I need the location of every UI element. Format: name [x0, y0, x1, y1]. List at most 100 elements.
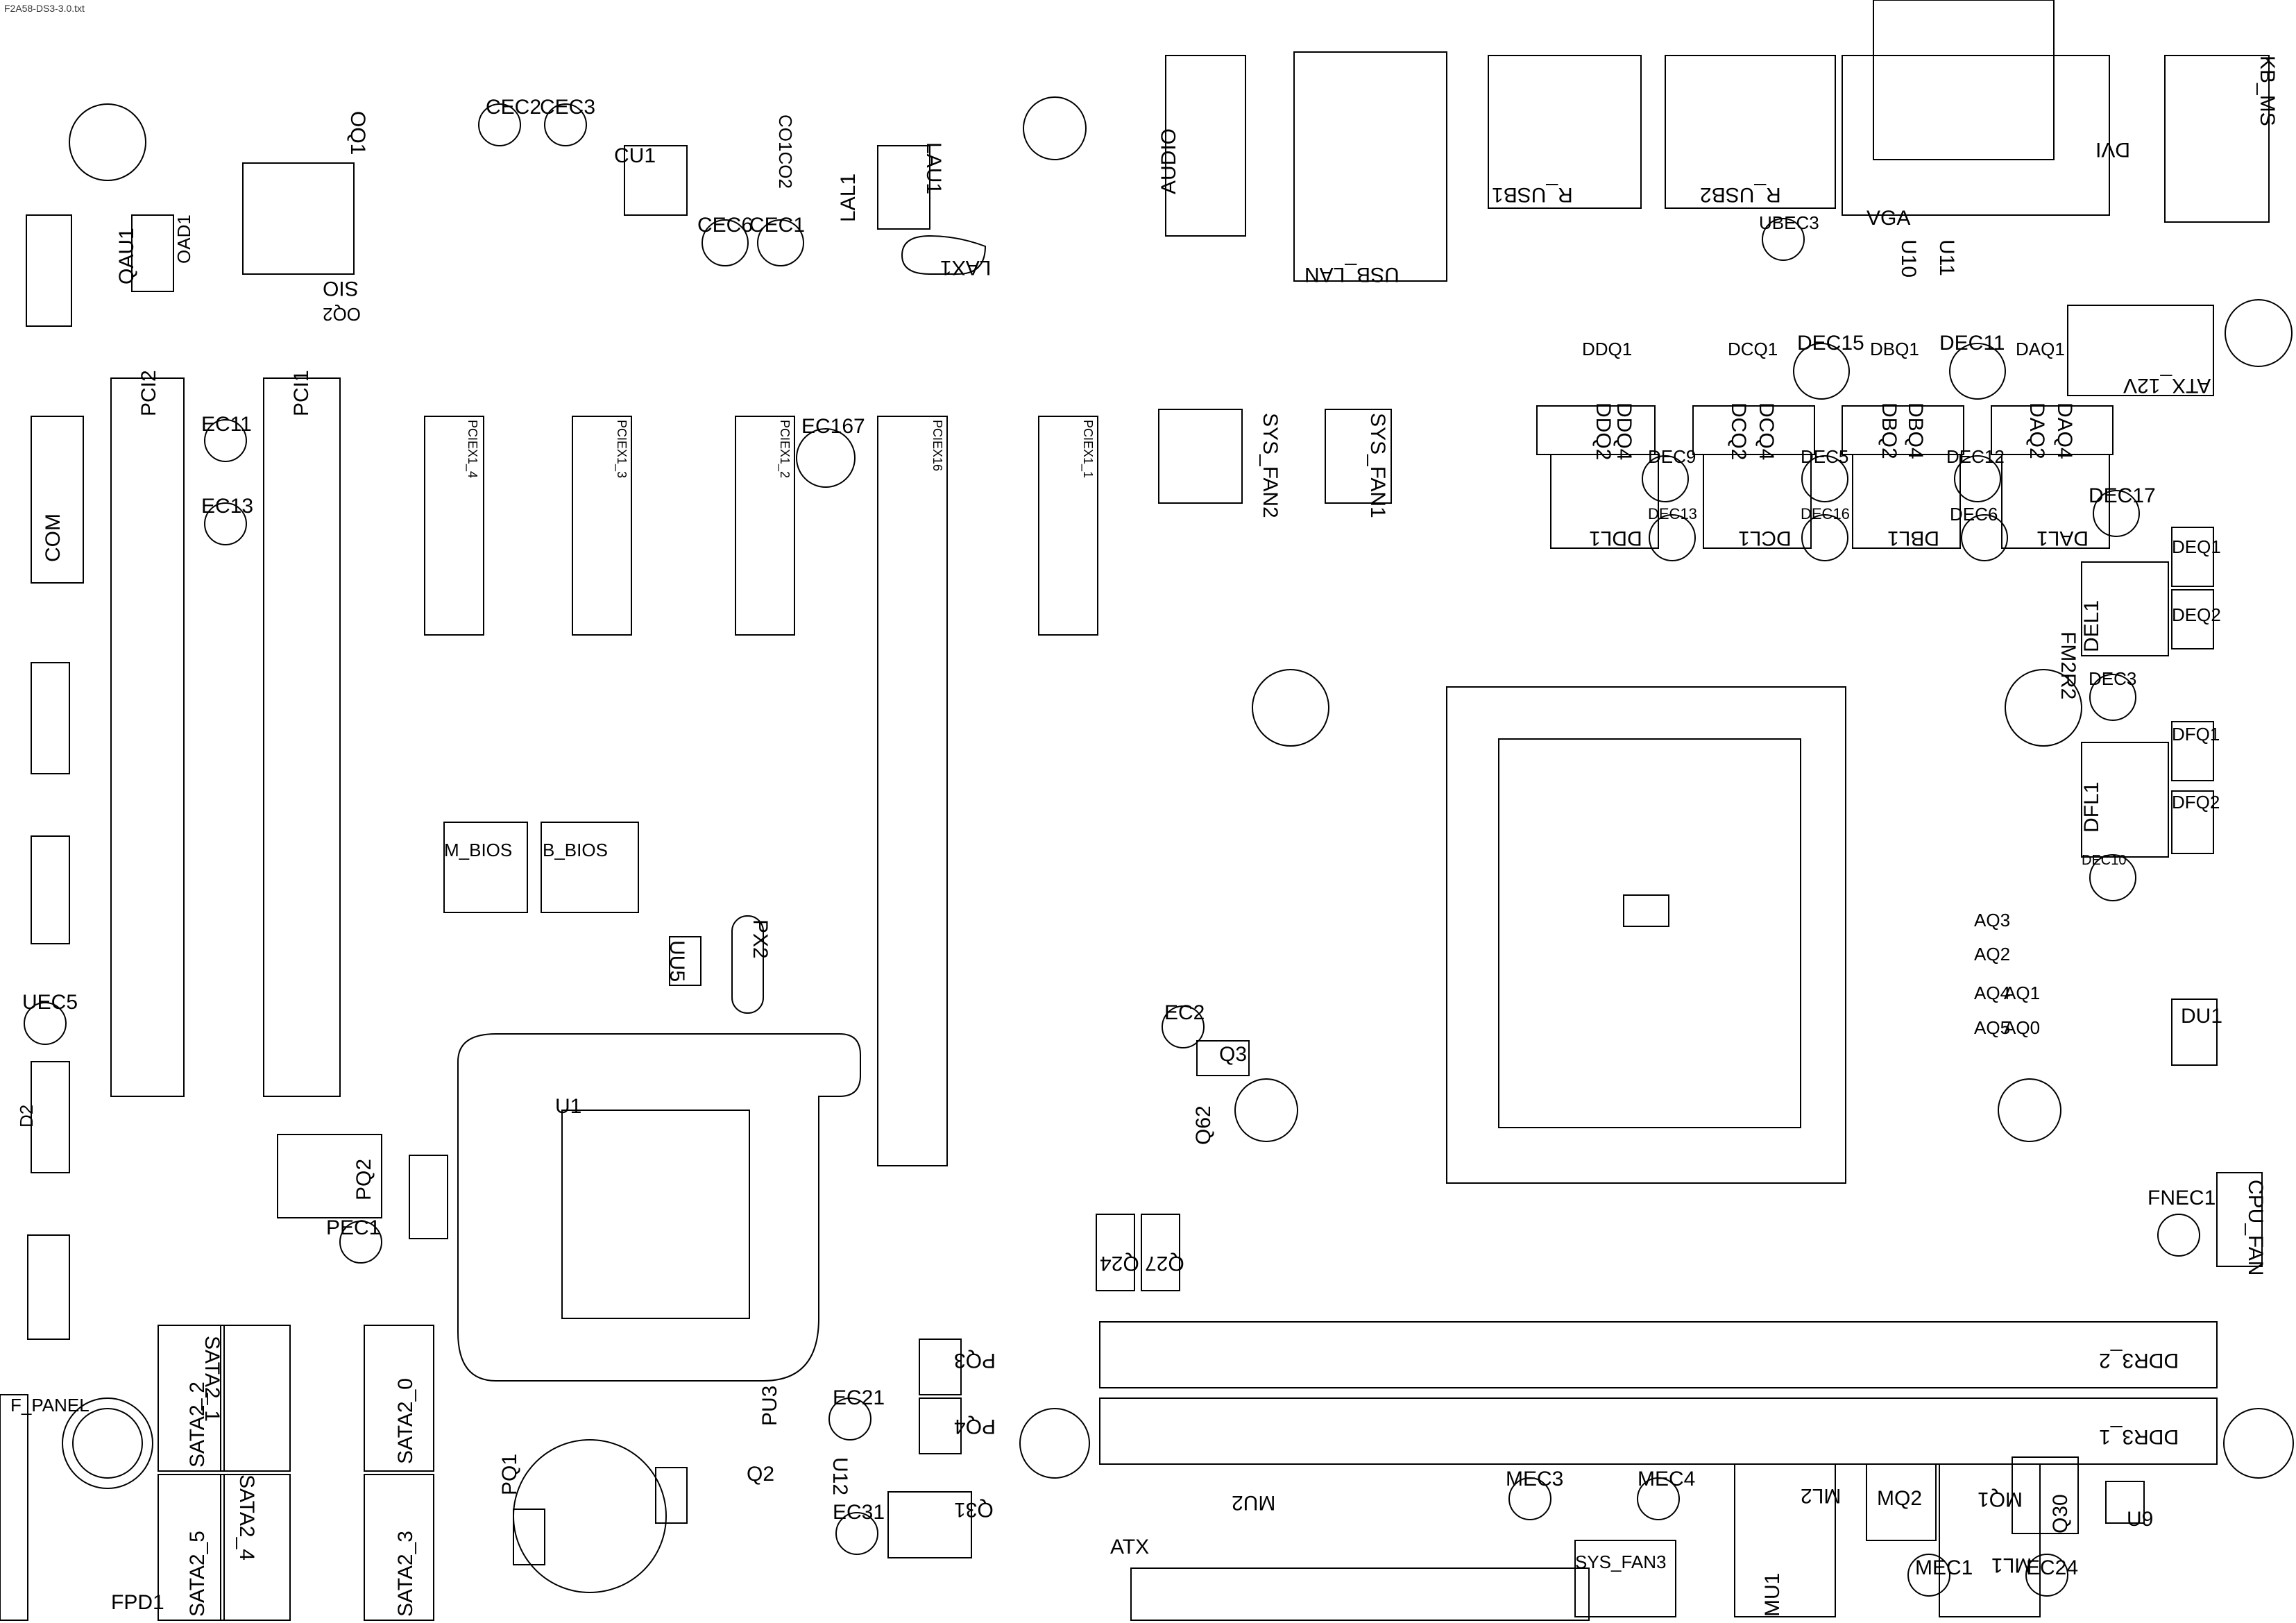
- mounting-hole: [2005, 669, 2082, 747]
- dbl1-label: DBL1: [1887, 527, 1940, 550]
- q24-label: Q24: [1100, 1252, 1139, 1275]
- audio-label: AUDIO: [1157, 128, 1180, 194]
- fm2r2-label: FM2R2: [2057, 631, 2080, 700]
- sata2-0-label: SATA2_0: [394, 1378, 417, 1464]
- dec12-label: DEC12: [1946, 446, 2005, 467]
- cpu-fan-label: CPU_FAN: [2244, 1180, 2267, 1276]
- dbq2-label: DBQ2: [1878, 402, 1900, 459]
- oq1-label: OQ1: [346, 111, 369, 155]
- d2-label: D2: [16, 1104, 37, 1128]
- cec2-label: CEC2: [486, 96, 542, 119]
- m-bios-label: M_BIOS: [444, 840, 513, 860]
- dcq1-label: DCQ1: [1728, 339, 1778, 359]
- q30-label: Q30: [2049, 1494, 2072, 1533]
- pq4-label: PQ4: [954, 1415, 996, 1438]
- dec11-label: DEC11: [1939, 332, 2005, 355]
- mounting-hole: [2225, 299, 2293, 367]
- u10-label: U10: [1897, 239, 1920, 278]
- ml1-label: ML1: [1991, 1554, 2032, 1577]
- aq5-label: AQ5: [1974, 1017, 2011, 1038]
- mounting-hole: [2223, 1408, 2294, 1479]
- cec1-label: CEC1: [749, 214, 806, 237]
- fpd1-label: FPD1: [111, 1591, 164, 1614]
- sata2-1-label: SATA2_1: [201, 1336, 223, 1422]
- ec24-label: EC24: [2026, 1556, 2079, 1579]
- pci2-label: PCI2: [137, 370, 160, 416]
- sata2-5-label: SATA2_5: [186, 1531, 209, 1617]
- oad1-label: OAD1: [173, 214, 194, 264]
- dec15-label: DEC15: [1797, 332, 1864, 355]
- q2-label: Q2: [747, 1463, 775, 1486]
- ec31-label: EC31: [833, 1501, 885, 1524]
- pci1-label: PCI1: [290, 370, 313, 416]
- mec1-label: MEC1: [1915, 1556, 1973, 1579]
- mec3-label: MEC3: [1506, 1468, 1564, 1490]
- q62-label: Q62: [1192, 1105, 1215, 1145]
- aq1-label: AQ1: [2004, 983, 2041, 1003]
- q31-label: Q31: [954, 1498, 994, 1521]
- dec17-label: DEC17: [2089, 484, 2156, 507]
- uec5-label: UEC5: [22, 991, 78, 1014]
- ec21-label: EC21: [833, 1386, 885, 1409]
- pq2-label: PQ2: [352, 1158, 375, 1200]
- mec4-label: MEC4: [1638, 1468, 1696, 1490]
- vga-label: VGA: [1866, 207, 1911, 230]
- dcq2-label: DCQ2: [1727, 402, 1750, 461]
- dcl1-label: DCL1: [1738, 527, 1792, 550]
- ec13-label: EC13: [201, 495, 254, 518]
- dec16-label: DEC16: [1801, 505, 1850, 522]
- ddq2-label: DDQ2: [1592, 402, 1615, 461]
- dec13-label: DEC13: [1648, 505, 1697, 522]
- sata2-3-label: SATA2_3: [394, 1531, 417, 1617]
- dcq4-label: DCQ4: [1755, 402, 1778, 461]
- aq0-label: AQ0: [2004, 1017, 2041, 1038]
- u12-label: U12: [828, 1457, 851, 1496]
- lax1-label: LAX1: [940, 256, 992, 279]
- pciex1-2-label: PCIEX1_2: [778, 420, 792, 479]
- aq4-label: AQ4: [1974, 983, 2011, 1003]
- uu5-label: UU5: [665, 940, 688, 983]
- sys-fan1-label: SYS_FAN1: [1366, 413, 1389, 518]
- u11-label: U11: [1935, 239, 1958, 276]
- dbq1-label: DBQ1: [1870, 339, 1919, 359]
- mounting-hole: [1019, 1408, 1090, 1479]
- com-label: COM: [42, 513, 65, 562]
- atx-label: ATX: [1110, 1536, 1150, 1558]
- ddr3-1-label: DDR3_1: [2099, 1425, 2179, 1448]
- daq2-label: DAQ2: [2025, 402, 2048, 459]
- sys-fan2-label: SYS_FAN2: [1259, 413, 1282, 518]
- dec10-label: DEC10: [2082, 853, 2127, 868]
- mounting-hole: [69, 103, 146, 181]
- sata2-4-label: SATA2_4: [235, 1475, 258, 1561]
- ddl1-label: DDL1: [1589, 527, 1642, 550]
- pq1-label: PQ1: [498, 1453, 521, 1495]
- pciex1-4-label: PCIEX1_4: [466, 420, 479, 479]
- f-panel-label: F_PANEL: [10, 1395, 90, 1416]
- px2-label: PX2: [749, 919, 772, 959]
- cec3-label: CEC3: [540, 96, 596, 119]
- pec1-label: PEC1: [326, 1216, 381, 1239]
- daq4-label: DAQ4: [2053, 402, 2076, 459]
- ml2-label: ML2: [1801, 1484, 1842, 1507]
- mq1-label: MQ1: [1978, 1488, 2023, 1511]
- mq2-label: MQ2: [1877, 1487, 1923, 1510]
- dec3-label: DEC3: [2089, 668, 2137, 689]
- dec6-label: DEC6: [1950, 504, 1998, 525]
- usb-lan-label: USB_LAN: [1304, 263, 1400, 286]
- qau1-label: QAU1: [115, 228, 138, 284]
- lau1-label: LAU1: [922, 142, 945, 195]
- dvi-label: DVI: [2095, 138, 2131, 161]
- mounting-hole: [1234, 1078, 1298, 1142]
- ddq1-label: DDQ1: [1582, 339, 1633, 359]
- q27-label: Q27: [1145, 1252, 1184, 1275]
- mu1-label: MU1: [1761, 1572, 1784, 1617]
- ec11-label: EC11: [201, 413, 252, 436]
- dal1-label: DAL1: [2036, 527, 2089, 550]
- dec9-label: DEC9: [1648, 446, 1697, 467]
- dfq2-label: DFQ2: [2172, 792, 2220, 813]
- aq2-label: AQ2: [1974, 944, 2011, 965]
- daq1-label: DAQ1: [2016, 339, 2065, 359]
- deq1-label: DEQ1: [2172, 536, 2221, 557]
- mounting-hole: [1252, 669, 1329, 747]
